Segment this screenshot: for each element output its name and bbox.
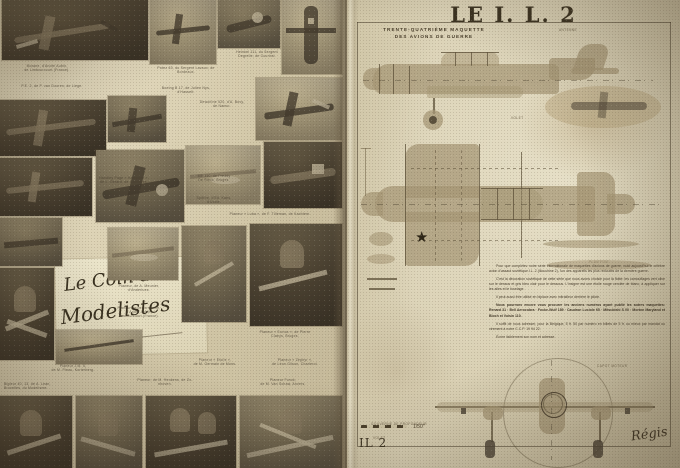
drawing-small-parts — [363, 226, 409, 306]
photo-fighter-upright — [282, 0, 342, 74]
subtitle-line2: DES AVIONS DE GUERRE — [394, 34, 474, 40]
drawing-part-label: GOUVERNE DE PROFONDEUR — [371, 422, 427, 426]
photo-caption: Morane, d'André Aubin, de Limbourcourt (… — [24, 64, 70, 73]
drawing-wing-sections — [543, 236, 663, 284]
photo-fighter-numbered — [264, 142, 342, 208]
page-title: LE I. L. 2 — [450, 2, 577, 27]
photo-modeller-holding-wing — [240, 396, 342, 468]
page-subtitle: TRENTE-QUATRIÈME MAQUETTE DES AVIONS DE … — [369, 26, 499, 40]
photo-caption: Bigleur 40, 13, de A. Lean, Bruxelles, d… — [4, 382, 51, 391]
body-paragraph: C'est la décoration soviétique de cette … — [489, 277, 665, 292]
photo-caption: Planeur « Eurica », de Pierre Claeys, Br… — [259, 330, 311, 339]
photo-caption: Planeur « Etoile », de M. Germain de Mon… — [193, 358, 237, 367]
frame-rule-top — [357, 22, 671, 23]
photo-modeller-group — [76, 396, 142, 468]
photo-bomber-inflight — [256, 78, 342, 140]
photo-aircraft-nose — [218, 0, 280, 48]
photo-caption: Boeing B 17, de Julien Nys, d'Hasselt. — [161, 86, 211, 95]
body-paragraph: Pour que complétez notre série internati… — [489, 264, 665, 274]
drawing-front-elevation: GOUVERNE DE PROFONDEUR VOLET CAPOT MOTEU… — [371, 358, 667, 468]
body-paragraph: Il peut aussi être utilisé en biplace av… — [496, 295, 601, 300]
photo-modeller-portrait — [0, 268, 54, 360]
left-page: Morane, d'André Aubin, de Limbourcourt (… — [0, 0, 347, 468]
photo-morane-model — [2, 0, 148, 60]
soviet-star-marking: ★ — [415, 229, 429, 246]
photo-caption: Planeur de performance, d'André Aubin, L… — [117, 306, 161, 319]
photo-modeller-with-glider — [182, 226, 246, 322]
photo-caption: Heinkel 111, du Sergent Degrelle, de Cou… — [236, 50, 278, 59]
engine-cowl — [541, 392, 567, 418]
subtitle-line1: TRENTE-QUATRIÈME MAQUETTE — [383, 27, 485, 32]
photo-caption: Planeur « Zephyr », de Léon Gilson, Char… — [272, 358, 318, 367]
photo-caption: Planeur, de M. Heukens, de Zo- nhoven. — [137, 378, 193, 387]
photo-glider-launch — [56, 330, 142, 364]
drawing-top-plan: ★ PLAN FIXE — [361, 142, 667, 270]
photo-caption: ME 110, de Freddy De Rinck, Bruges. — [197, 174, 231, 183]
photo-model-on-ground — [0, 218, 62, 266]
photo-caption: Planeur Funck, de M. Van Schaw, Anvers. — [260, 378, 306, 387]
frame-rule-right — [670, 22, 671, 446]
photo-caption: Potez 63, du Sergent Lavaux, de Bordeaux… — [157, 66, 215, 75]
photo-modeller-outdoor — [0, 396, 72, 468]
photo-fighter-model — [96, 150, 184, 222]
photo-caption: Spitfire, d'Ed. Kaes, d'Uccle. — [196, 196, 232, 205]
right-page: LE I. L. 2 TRENTE-QUATRIÈME MAQUETTE DES… — [347, 0, 680, 468]
photo-modellers-pair — [146, 396, 236, 468]
photo-bomber-model — [0, 100, 106, 156]
photo-glider-field — [108, 228, 178, 280]
photo-caption: Planeur J.M. 5, de M. Pieau, Korterberg. — [51, 364, 95, 373]
photo-caption: P.E. 2, de P. van Dooren, de Liege. — [21, 84, 83, 88]
photo-caption: Dewoitine 520, d'A. Bovy, de Namur. — [199, 100, 245, 109]
drawing-part-label: VOLET — [511, 116, 524, 120]
photo-modeller-workshop — [250, 224, 342, 326]
body-paragraph: Écrire lisiblement son nom et adresse. — [496, 334, 556, 339]
page-gutter — [333, 0, 359, 468]
photo-caption: Planeur « Luba », de F. Tilleman, de Kac… — [229, 212, 311, 216]
article-body: Pour que complétez notre série internati… — [489, 264, 665, 340]
photo-caption: Handley Page « Hampden », de L. Gérard, … — [99, 176, 149, 185]
drawing-designation: IL 2 — [359, 436, 388, 450]
photo-caption: Planeur, de A. Meunier, d'Anderlues. — [118, 284, 160, 293]
photo-glider-luba — [186, 146, 260, 204]
photo-hampden-model — [0, 158, 92, 216]
drawing-part-label: VOLET — [373, 436, 386, 440]
drawing-part-label: CAPOT MOTEUR — [597, 364, 628, 368]
photo-inflight-aircraft — [150, 0, 216, 64]
drawing-side-elevation: VOLET ANTENNE — [363, 28, 663, 138]
drawing-camouflage-detail — [545, 80, 665, 136]
body-paragraph: Il suffit de nous adresser, pour la Belg… — [489, 321, 665, 331]
photo-twin-engine — [108, 96, 166, 142]
drawing-part-label: ANTENNE — [559, 28, 578, 32]
body-paragraph-models-list: Nous pourrons encore vous procurer les a… — [489, 303, 665, 318]
gutter-fold-line — [345, 0, 347, 468]
scale-bar — [361, 425, 407, 428]
scale-label: 1/50" — [413, 424, 425, 430]
